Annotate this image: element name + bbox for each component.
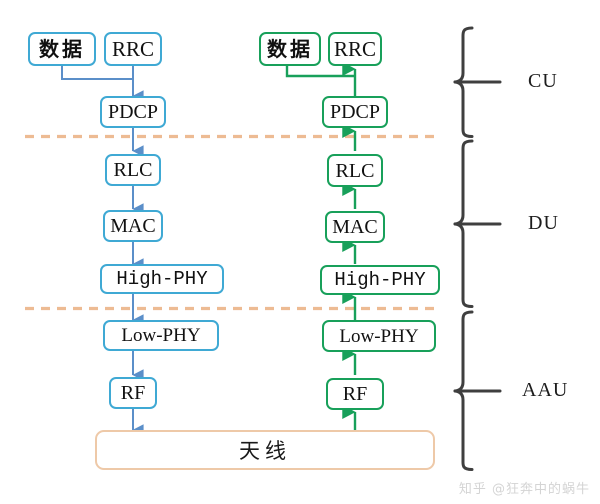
node-uplink-mac[interactable]: MAC [325,211,385,243]
uplink-connectors [285,62,357,430]
node-downlink-pdcp[interactable]: PDCP [100,96,166,128]
group-label-text: CU [528,70,558,92]
group-label-text: DU [528,212,559,234]
node-label: RRC [111,36,155,61]
node-label: Low-PHY [339,325,419,347]
node-label: RLC [335,159,375,182]
node-downlink-low-phy[interactable]: Low-PHY [103,320,219,351]
group-label-text: AAU [522,379,569,401]
group-braces [453,26,502,471]
node-uplink-rf[interactable]: RF [326,378,384,410]
node-downlink-rlc[interactable]: RLC [105,154,161,186]
watermark-text: 知乎 @狂奔中的蜗牛 [458,482,590,497]
node-label: RLC [113,159,153,181]
node-label: PDCP [329,101,381,123]
node-uplink-rrc[interactable]: RRC [328,32,382,66]
node-label: RRC [333,36,377,61]
node-uplink-high-phy[interactable]: High-PHY [320,265,440,295]
node-label: PDCP [107,101,159,123]
node-label: High-PHY [116,267,208,290]
node-label: 天线 [239,439,291,463]
node-downlink-rf[interactable]: RF [109,377,157,409]
group-label-aau: AAU [522,379,568,402]
downlink-connectors [61,66,144,436]
node-downlink-high-phy[interactable]: High-PHY [100,264,224,294]
node-downlink-rrc[interactable]: RRC [104,32,162,66]
node-antenna[interactable]: 天线 [95,430,435,470]
group-label-cu: CU [528,70,558,93]
node-label: High-PHY [334,268,426,291]
node-uplink-rlc[interactable]: RLC [327,154,383,187]
node-label: MAC [110,215,156,237]
node-downlink-data[interactable]: 数据 [28,32,96,66]
node-uplink-low-phy[interactable]: Low-PHY [322,320,436,352]
node-label: RF [120,382,146,404]
node-uplink-data[interactable]: 数据 [259,32,321,66]
node-uplink-pdcp[interactable]: PDCP [322,96,388,128]
node-label: Low-PHY [121,325,201,346]
node-label: MAC [332,216,378,238]
node-label: 数据 [267,37,313,61]
node-label: 数据 [39,37,85,61]
node-downlink-mac[interactable]: MAC [103,210,163,242]
group-label-du: DU [528,212,559,235]
node-label: RF [342,383,368,405]
watermark: 知乎 @狂奔中的蜗牛 [459,478,590,497]
